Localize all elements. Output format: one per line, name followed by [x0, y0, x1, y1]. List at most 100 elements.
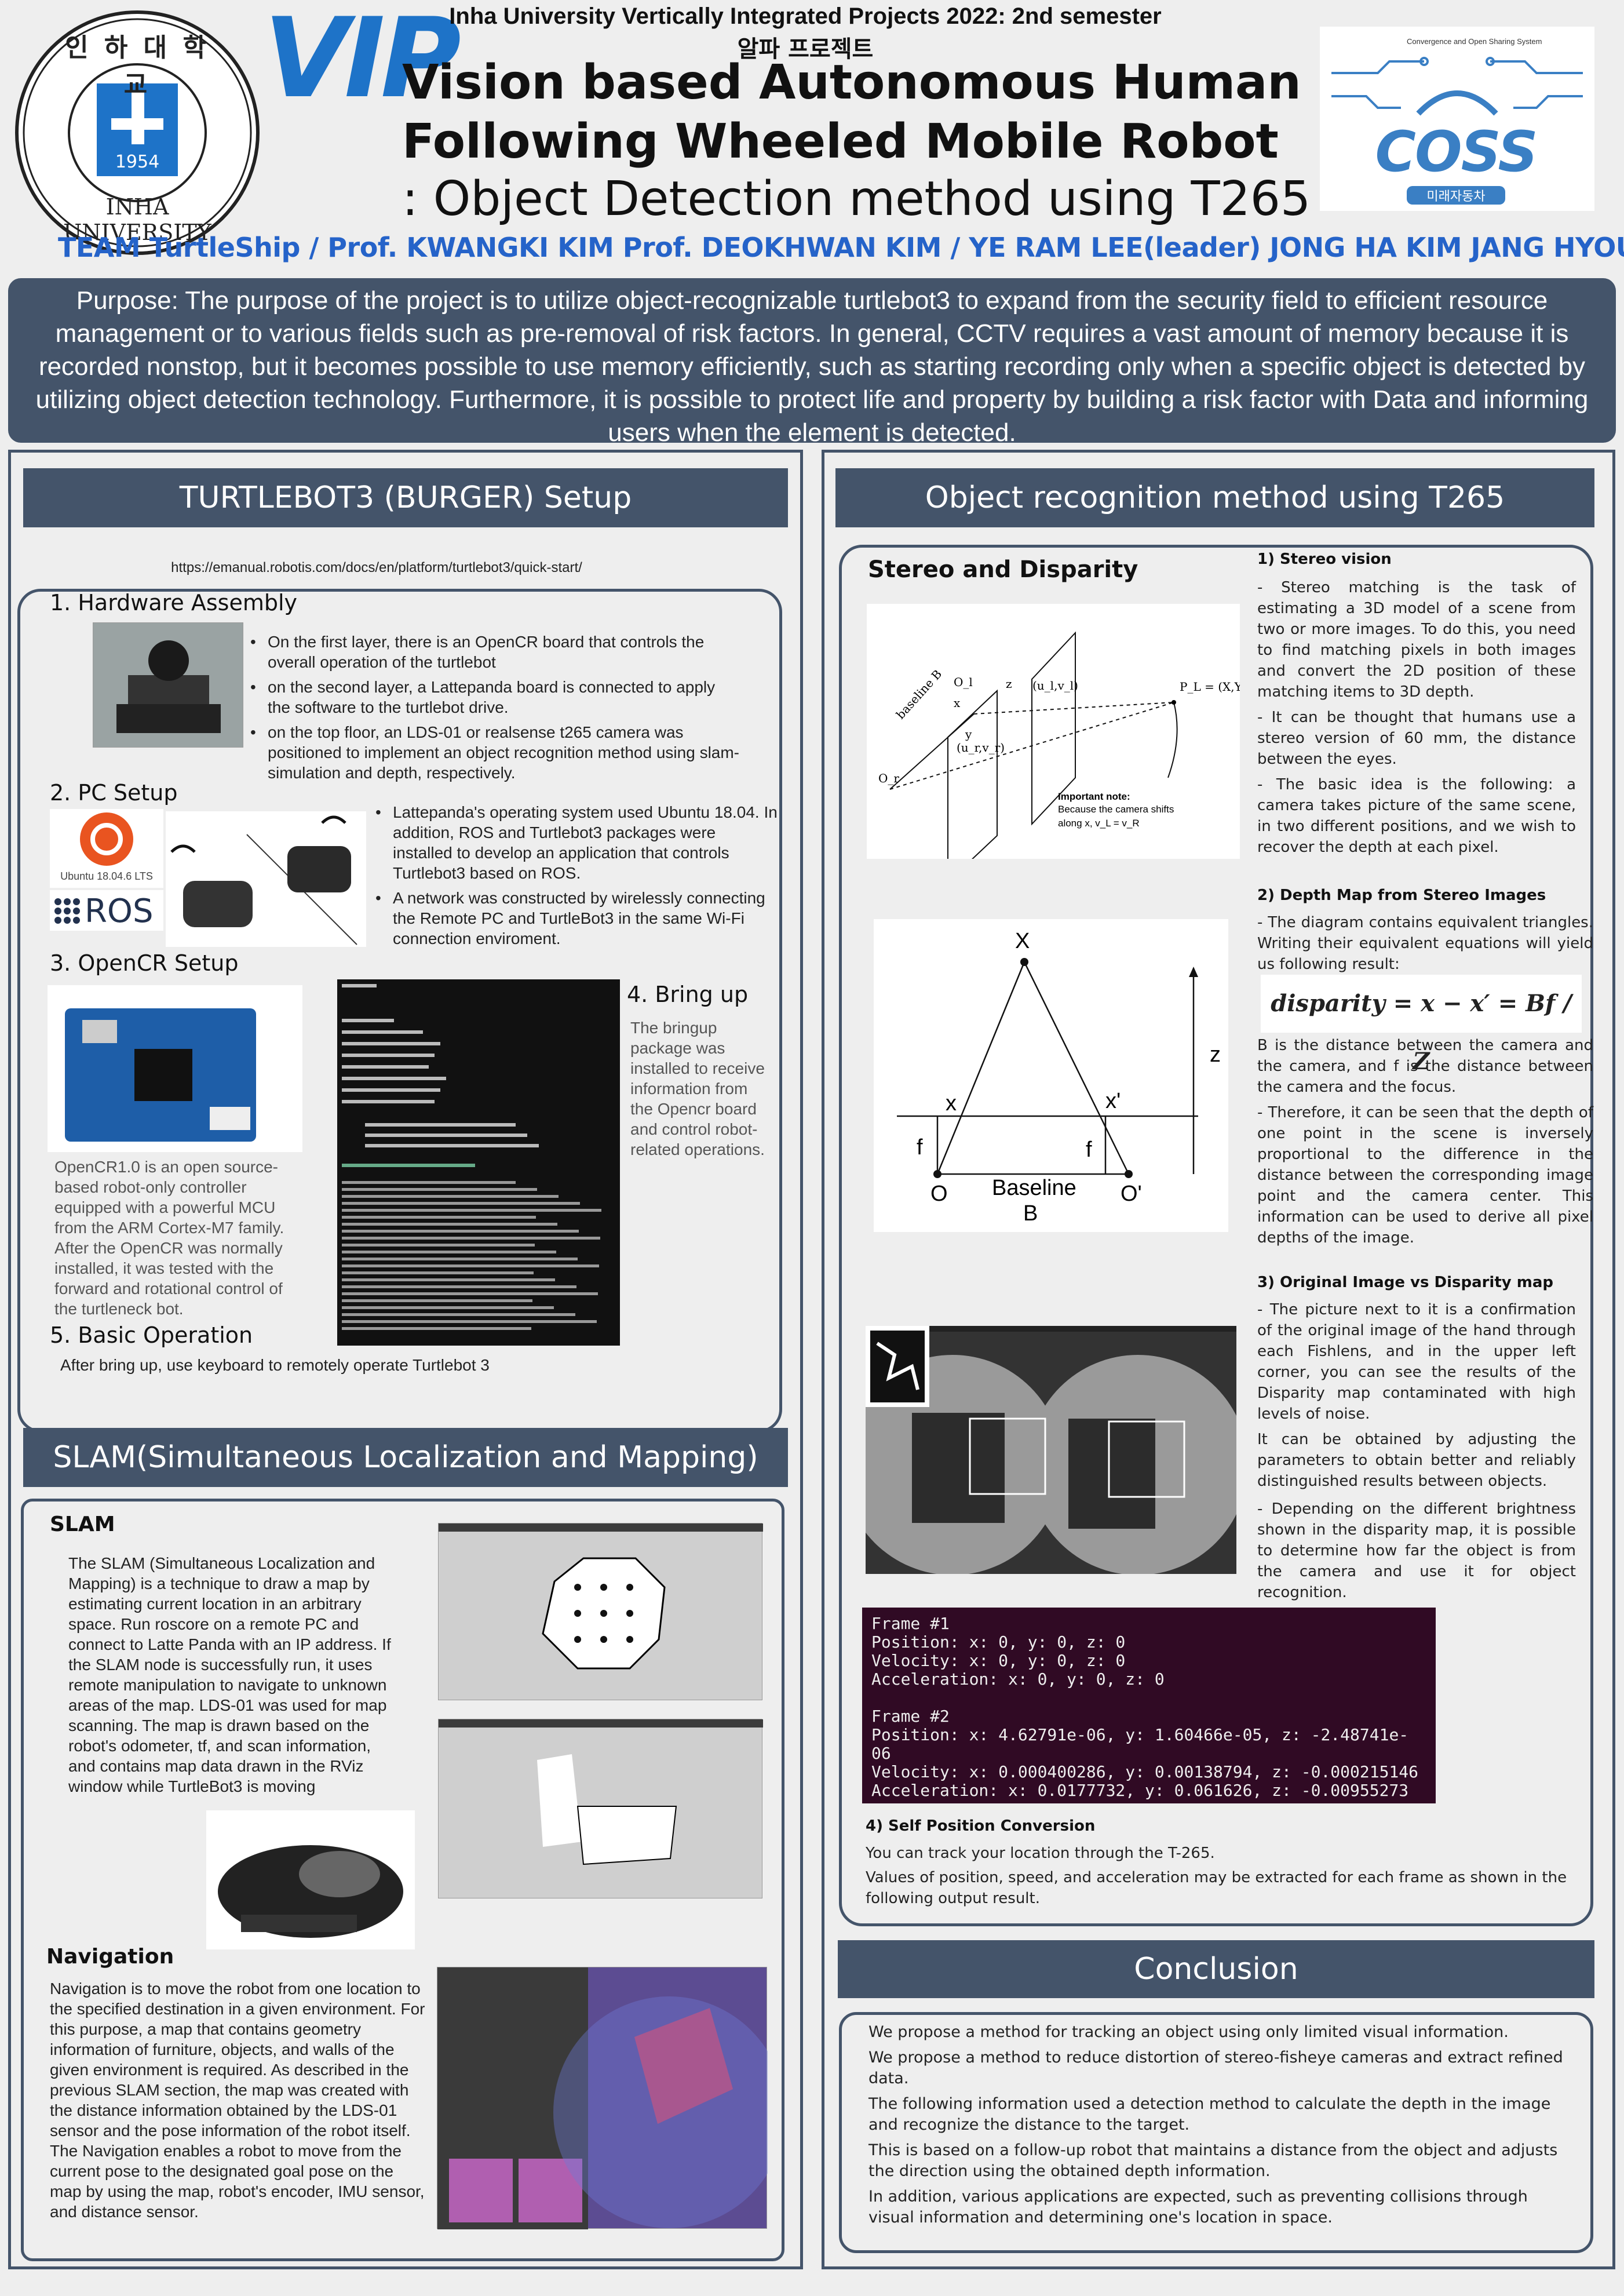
terminal-log-line: [342, 1237, 600, 1240]
label-pl: P_L = (X,Y,Z): [1180, 680, 1240, 694]
terminal-line: Frame #1: [871, 1614, 950, 1633]
label-or: O_r: [878, 771, 899, 785]
sp-p2: Values of position, speed, and accelerat…: [866, 1869, 1567, 1907]
conclusion-paragraph: This is based on a follow-up robot that …: [868, 2141, 1558, 2180]
team-line: TEAM TurtleShip / Prof. KWANGKI KIM Prof…: [58, 232, 1624, 263]
sp-title: 4) Self Position Conversion: [866, 1817, 1096, 1835]
label-x: x: [954, 696, 961, 710]
terminal-log-line: [342, 1181, 516, 1184]
inha-logo: [13, 8, 262, 257]
tri-label-x: x: [946, 1091, 957, 1116]
dm-title: 2) Depth Map from Stereo Images: [1257, 887, 1546, 904]
disparity-formula: disparity = x − x′ = Bf / Z: [1261, 975, 1582, 1075]
coss-korean: 미래자동차: [1407, 186, 1505, 205]
dm-p3: - Therefore, it can be seen that the dep…: [1257, 1104, 1593, 1247]
label-z: z: [1006, 677, 1012, 691]
terminal-log-line: [342, 1216, 536, 1219]
object-recognition-header: Object recognition method using T265: [835, 468, 1594, 527]
conclusion-paragraph: The following information used a detecti…: [868, 2095, 1551, 2134]
orig-title: 3) Original Image vs Disparity map: [1257, 1274, 1554, 1291]
label-baseline: baseline B: [893, 667, 944, 721]
purpose-box: Purpose: The purpose of the project is t…: [8, 278, 1616, 447]
coss-caption: Convergence and Open Sharing System: [1407, 37, 1542, 46]
slam-title: SLAM: [50, 1513, 115, 1536]
sv-title: 1) Stereo vision: [1257, 551, 1392, 568]
conclusion-paragraph: We propose a method for tracking an obje…: [868, 2023, 1509, 2041]
terminal-log-line: [342, 1271, 534, 1274]
sv-p1: - Stereo matching is the task of estimat…: [1257, 579, 1576, 701]
terminal-log-line: [342, 1209, 601, 1212]
conclusion-paragraph: In addition, various applications are ex…: [868, 2188, 1528, 2226]
terminal-line: Velocity: x: 0.000400286, y: 0.00138794,…: [871, 1762, 1419, 1781]
terminal-line: Acceleration: x: 0.0177732, y: 0.061626,…: [871, 1781, 1409, 1800]
terminal-line: Position: x: 4.62791e-06, y: 1.60466e-05…: [871, 1725, 1409, 1763]
basic-text: After bring up, use keyboard to remotely…: [60, 1356, 490, 1374]
terminal-log-line: [342, 1278, 555, 1281]
slam-section-header: SLAM(Simultaneous Localization and Mappi…: [23, 1428, 788, 1487]
sv-p2: - It can be thought that humans use a st…: [1257, 709, 1576, 768]
terminal-log-line: [342, 1258, 578, 1260]
terminal-log-line: [342, 1223, 557, 1226]
pc-bullet: A network was constructed by wirelessly …: [373, 888, 779, 949]
hw-title: 1. Hardware Assembly: [50, 590, 298, 615]
label-ul: (u_l,v_l): [1032, 679, 1078, 693]
terminal-log-line: [342, 1320, 597, 1323]
fisheye-hand-images: [842, 1326, 1248, 1575]
terminal-log-line: [342, 1230, 579, 1233]
note-title: Important note:: [1058, 791, 1130, 802]
conclusion-paragraph: We propose a method to reduce distortion…: [868, 2049, 1563, 2087]
terminal-log-line: [342, 1264, 599, 1267]
tri-label-Op: O': [1121, 1182, 1142, 1206]
inha-seal-bottom-text: INHA UNIVERSITY: [63, 194, 211, 245]
ros-logo: ROS: [50, 890, 163, 931]
coss-logo: Convergence and Open Sharing System COSS…: [1320, 27, 1594, 211]
stereo-diagram: baseline B O_l O_r (u_l,v_l) (u_r,v_r) P…: [867, 604, 1257, 884]
terminal-log-line: [342, 1285, 576, 1288]
navigation-screenshot: [437, 1967, 785, 2229]
terminal-log-line: [342, 1188, 537, 1191]
nav-text: Navigation is to move the robot from one…: [50, 1980, 425, 2221]
tri-label-B: B: [1023, 1201, 1038, 1226]
label-y: y: [965, 727, 972, 741]
inha-seal-top-text: 인 하 대 학 교: [65, 33, 210, 100]
turtlebot-section-header: TURTLEBOT3 (BURGER) Setup: [23, 468, 788, 527]
bringup-title: 4. Bring up: [627, 982, 749, 1007]
opencr-board-photo: [48, 985, 302, 1152]
label-ol: O_l: [954, 675, 973, 689]
ubuntu-logo: Ubuntu 18.04.6 LTS: [50, 809, 163, 888]
bringup-text: The bringup package was installed to rec…: [630, 1019, 765, 1158]
t265-output-terminal: Frame #1 Position: x: 0, y: 0, z: 0 Velo…: [862, 1608, 1436, 1803]
poster-title-line1: Vision based Autonomous Human: [402, 55, 1301, 110]
hw-bullets: On the first layer, there is an OpenCR b…: [248, 632, 740, 788]
slam-map-2: [438, 1719, 763, 1898]
nav-title: Navigation: [46, 1945, 174, 1969]
terminal-log-line: [342, 1306, 554, 1309]
ros-label: ROS: [85, 892, 154, 930]
stereo-title: Stereo and Disparity: [868, 556, 1138, 583]
vip-logo: VIP: [264, 0, 461, 122]
turtlebot-photo: [93, 622, 243, 748]
header-line2: 알파 프로젝트: [737, 36, 874, 63]
basic-title: 5. Basic Operation: [50, 1322, 253, 1348]
tri-label-z: z: [1210, 1043, 1221, 1067]
slam-text: The SLAM (Simultaneous Localization and …: [68, 1554, 391, 1795]
opencr-title: 3. OpenCR Setup: [50, 950, 239, 976]
terminal-log-line: [342, 1313, 575, 1316]
terminal-log-line: [342, 1244, 535, 1247]
sv-p3: - The basic idea is the following: a cam…: [1257, 776, 1576, 856]
conclusion-box: We propose a method for tracking an obje…: [839, 2012, 1593, 2253]
slam-map-1: [438, 1523, 763, 1700]
tri-label-X: X: [1015, 929, 1030, 953]
dm-p1: - The diagram contains equivalent triang…: [1257, 914, 1593, 973]
terminal-line: Velocity: x: 0, y: 0, z: 0: [871, 1651, 1126, 1670]
terminal-log-line: [342, 1202, 580, 1205]
pc-title: 2. PC Setup: [50, 780, 178, 806]
sp-p1: You can track your location through the …: [866, 1845, 1215, 1862]
tri-label-f1: f: [917, 1135, 923, 1160]
lds-sensor-photo: [206, 1810, 415, 1949]
bringup-terminal: [337, 979, 620, 1346]
robotis-url: https://emanual.robotis.com/docs/en/plat…: [171, 560, 582, 575]
conclusion-header: Conclusion: [838, 1940, 1594, 1998]
terminal-log-line: [342, 1195, 559, 1198]
object-recognition-box: [839, 545, 1593, 1926]
